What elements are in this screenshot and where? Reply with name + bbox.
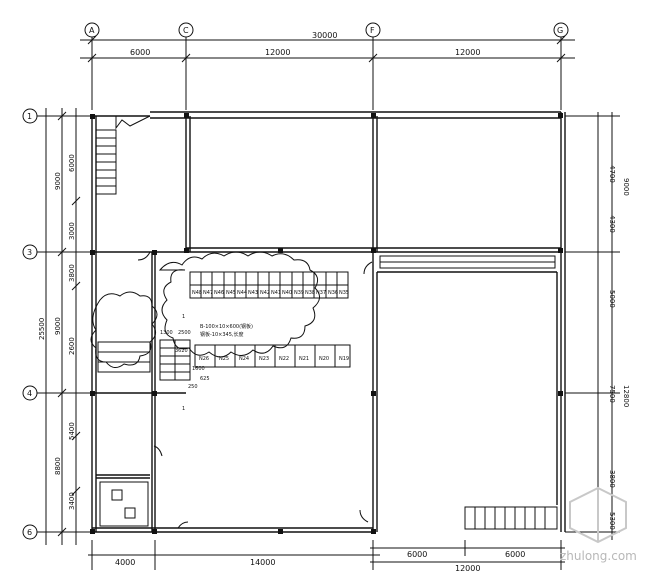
dim-right-a: 4700 xyxy=(608,165,616,183)
dim-top-overall: 30000 xyxy=(312,31,337,40)
storage-grid-lower xyxy=(194,344,351,368)
axis-label-top-4: G xyxy=(557,26,563,35)
right-dimension-lines xyxy=(565,112,620,540)
revision-cloud-left xyxy=(90,291,158,368)
dim-right-b: 9000 xyxy=(622,178,630,196)
section-mark-2: 1 xyxy=(182,406,185,412)
left-dimension-lines xyxy=(45,108,81,545)
dim-3620: 3620 xyxy=(175,348,188,354)
dim-left-b: 6000 xyxy=(68,154,76,172)
dim-top-seg2: 12000 xyxy=(265,48,290,57)
room-label: N47 xyxy=(203,290,213,296)
watermark-logo xyxy=(569,486,627,544)
top-axis-bubbles xyxy=(84,22,569,110)
storage-labels-upper: N48 N47 N46 N45 N44 N43 N42 N41 N40 N39 … xyxy=(192,290,349,296)
dim-left-i: 3400 xyxy=(68,492,76,510)
side-rooms xyxy=(97,341,151,527)
dim-right-c: 4300 xyxy=(608,215,616,233)
dim-625: 625 xyxy=(200,376,210,382)
room-label: N38 xyxy=(305,290,315,296)
dim-bottom-seg4: 6000 xyxy=(505,550,525,559)
mezzanine-stair xyxy=(159,339,191,381)
dim-bottom-overall: 12000 xyxy=(455,564,480,573)
dim-right-g: 3800 xyxy=(608,470,616,488)
room-label: N46 xyxy=(214,290,224,296)
beam-sub-note: 钢板-10×345,长度 xyxy=(200,331,244,338)
axis-label-left-4: 6 xyxy=(27,528,32,537)
storage-labels-lower: N26 N25 N24 N23 N22 N21 N20 N19 xyxy=(199,356,349,362)
dim-left-g: 5400 xyxy=(68,422,76,440)
axis-label-top-3: F xyxy=(370,26,375,35)
dim-1600: 1600 xyxy=(192,366,205,372)
room-label: N42 xyxy=(260,290,270,296)
room-label: N22 xyxy=(279,356,289,362)
room-label: N26 xyxy=(199,356,209,362)
room-label: N45 xyxy=(226,290,236,296)
room-label: N43 xyxy=(248,290,258,296)
dim-left-a: 9000 xyxy=(54,172,62,190)
window-strip xyxy=(379,255,556,269)
room-label: N20 xyxy=(319,356,329,362)
dim-left-h: 8800 xyxy=(54,457,62,475)
room-label: N25 xyxy=(219,356,229,362)
room-label: N44 xyxy=(237,290,247,296)
dim-top-seg1: 6000 xyxy=(130,48,150,57)
section-mark-1: 1 xyxy=(182,314,185,320)
dim-250: 250 xyxy=(188,384,198,390)
room-label: N41 xyxy=(271,290,281,296)
dim-right-e: 7500 xyxy=(608,385,616,403)
columns xyxy=(90,113,563,534)
dim-2500: 2500 xyxy=(178,330,191,336)
dim-left-overall: 25500 xyxy=(38,318,46,340)
axis-label-left-3: 4 xyxy=(27,389,32,398)
dim-left-e: 9000 xyxy=(54,317,62,335)
dim-top-seg3: 12000 xyxy=(455,48,480,57)
room-label: N23 xyxy=(259,356,269,362)
axis-label-left-1: 1 xyxy=(27,112,32,121)
dim-left-d: 3800 xyxy=(68,264,76,282)
dim-bottom-seg2: 14000 xyxy=(250,558,275,567)
storage-grid-upper xyxy=(189,271,349,299)
bottom-dimension-lines xyxy=(88,540,565,570)
room-label: N19 xyxy=(339,356,349,362)
room-label: N24 xyxy=(239,356,249,362)
dim-1300: 1300 xyxy=(160,330,173,336)
axis-label-left-2: 3 xyxy=(27,248,32,257)
stair-top-left xyxy=(95,115,151,195)
revision-cloud xyxy=(158,251,320,358)
room-label: N48 xyxy=(192,290,202,296)
doors xyxy=(137,251,373,529)
watermark-text: zhulong.com xyxy=(560,549,637,563)
room-label: N40 xyxy=(282,290,292,296)
axis-label-top-1: A xyxy=(89,26,95,35)
room-label: N36 xyxy=(328,290,338,296)
beam-note: B-100×10×600(钢板) xyxy=(200,323,253,330)
room-label: N35 xyxy=(339,290,349,296)
dim-right-h: 5300 xyxy=(608,512,616,530)
dim-bottom-seg1: 4000 xyxy=(115,558,135,567)
top-dimension-lines xyxy=(80,35,575,63)
dim-left-c: 3000 xyxy=(68,222,76,240)
stair-bottom-right xyxy=(464,506,558,530)
dim-left-f: 2600 xyxy=(68,337,76,355)
dim-right-f: 12800 xyxy=(622,385,630,407)
building-walls xyxy=(91,111,566,533)
dim-right-d: 5000 xyxy=(608,290,616,308)
room-label: N37 xyxy=(316,290,326,296)
room-label: N21 xyxy=(299,356,309,362)
axis-label-top-2: C xyxy=(183,26,189,35)
dim-bottom-seg3: 6000 xyxy=(407,550,427,559)
room-label: N39 xyxy=(294,290,304,296)
